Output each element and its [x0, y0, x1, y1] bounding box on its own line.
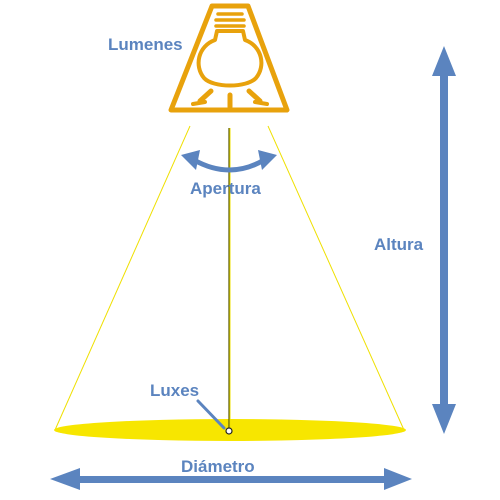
aperture-arrowhead-right [258, 150, 277, 170]
bulb-glass [196, 29, 264, 88]
lumens-label: Lumenes [108, 35, 183, 54]
height-arrow-shaft [440, 72, 448, 408]
aperture-arrow-icon [181, 150, 277, 173]
light-cone [54, 125, 405, 431]
lamp-shade [168, 3, 290, 113]
ray-far-left [191, 100, 207, 106]
diameter-arrow-icon [50, 468, 412, 490]
light-bulb-icon [168, 3, 290, 113]
ray-far-right [253, 100, 269, 106]
lux-label: Luxes [150, 381, 200, 400]
light-cone-left-edge [54, 125, 191, 431]
aperture-label: Apertura [190, 179, 261, 198]
lux-pointer [196, 399, 226, 430]
lux-point [225, 427, 233, 435]
height-label: Altura [374, 235, 424, 254]
ray-left [197, 88, 214, 104]
diameter-arrowhead-left [50, 468, 80, 490]
height-arrow-icon [432, 46, 456, 434]
height-arrowhead-bottom [432, 404, 456, 434]
diameter-arrow-shaft [74, 476, 390, 483]
aperture-arc [191, 157, 267, 173]
ray-right [246, 88, 263, 104]
height-arrowhead-top [432, 46, 456, 76]
aperture-arrowhead-left [181, 150, 200, 170]
light-cone-right-edge [267, 125, 405, 431]
diameter-arrowhead-right [384, 468, 412, 490]
diameter-label: Diámetro [181, 457, 255, 476]
